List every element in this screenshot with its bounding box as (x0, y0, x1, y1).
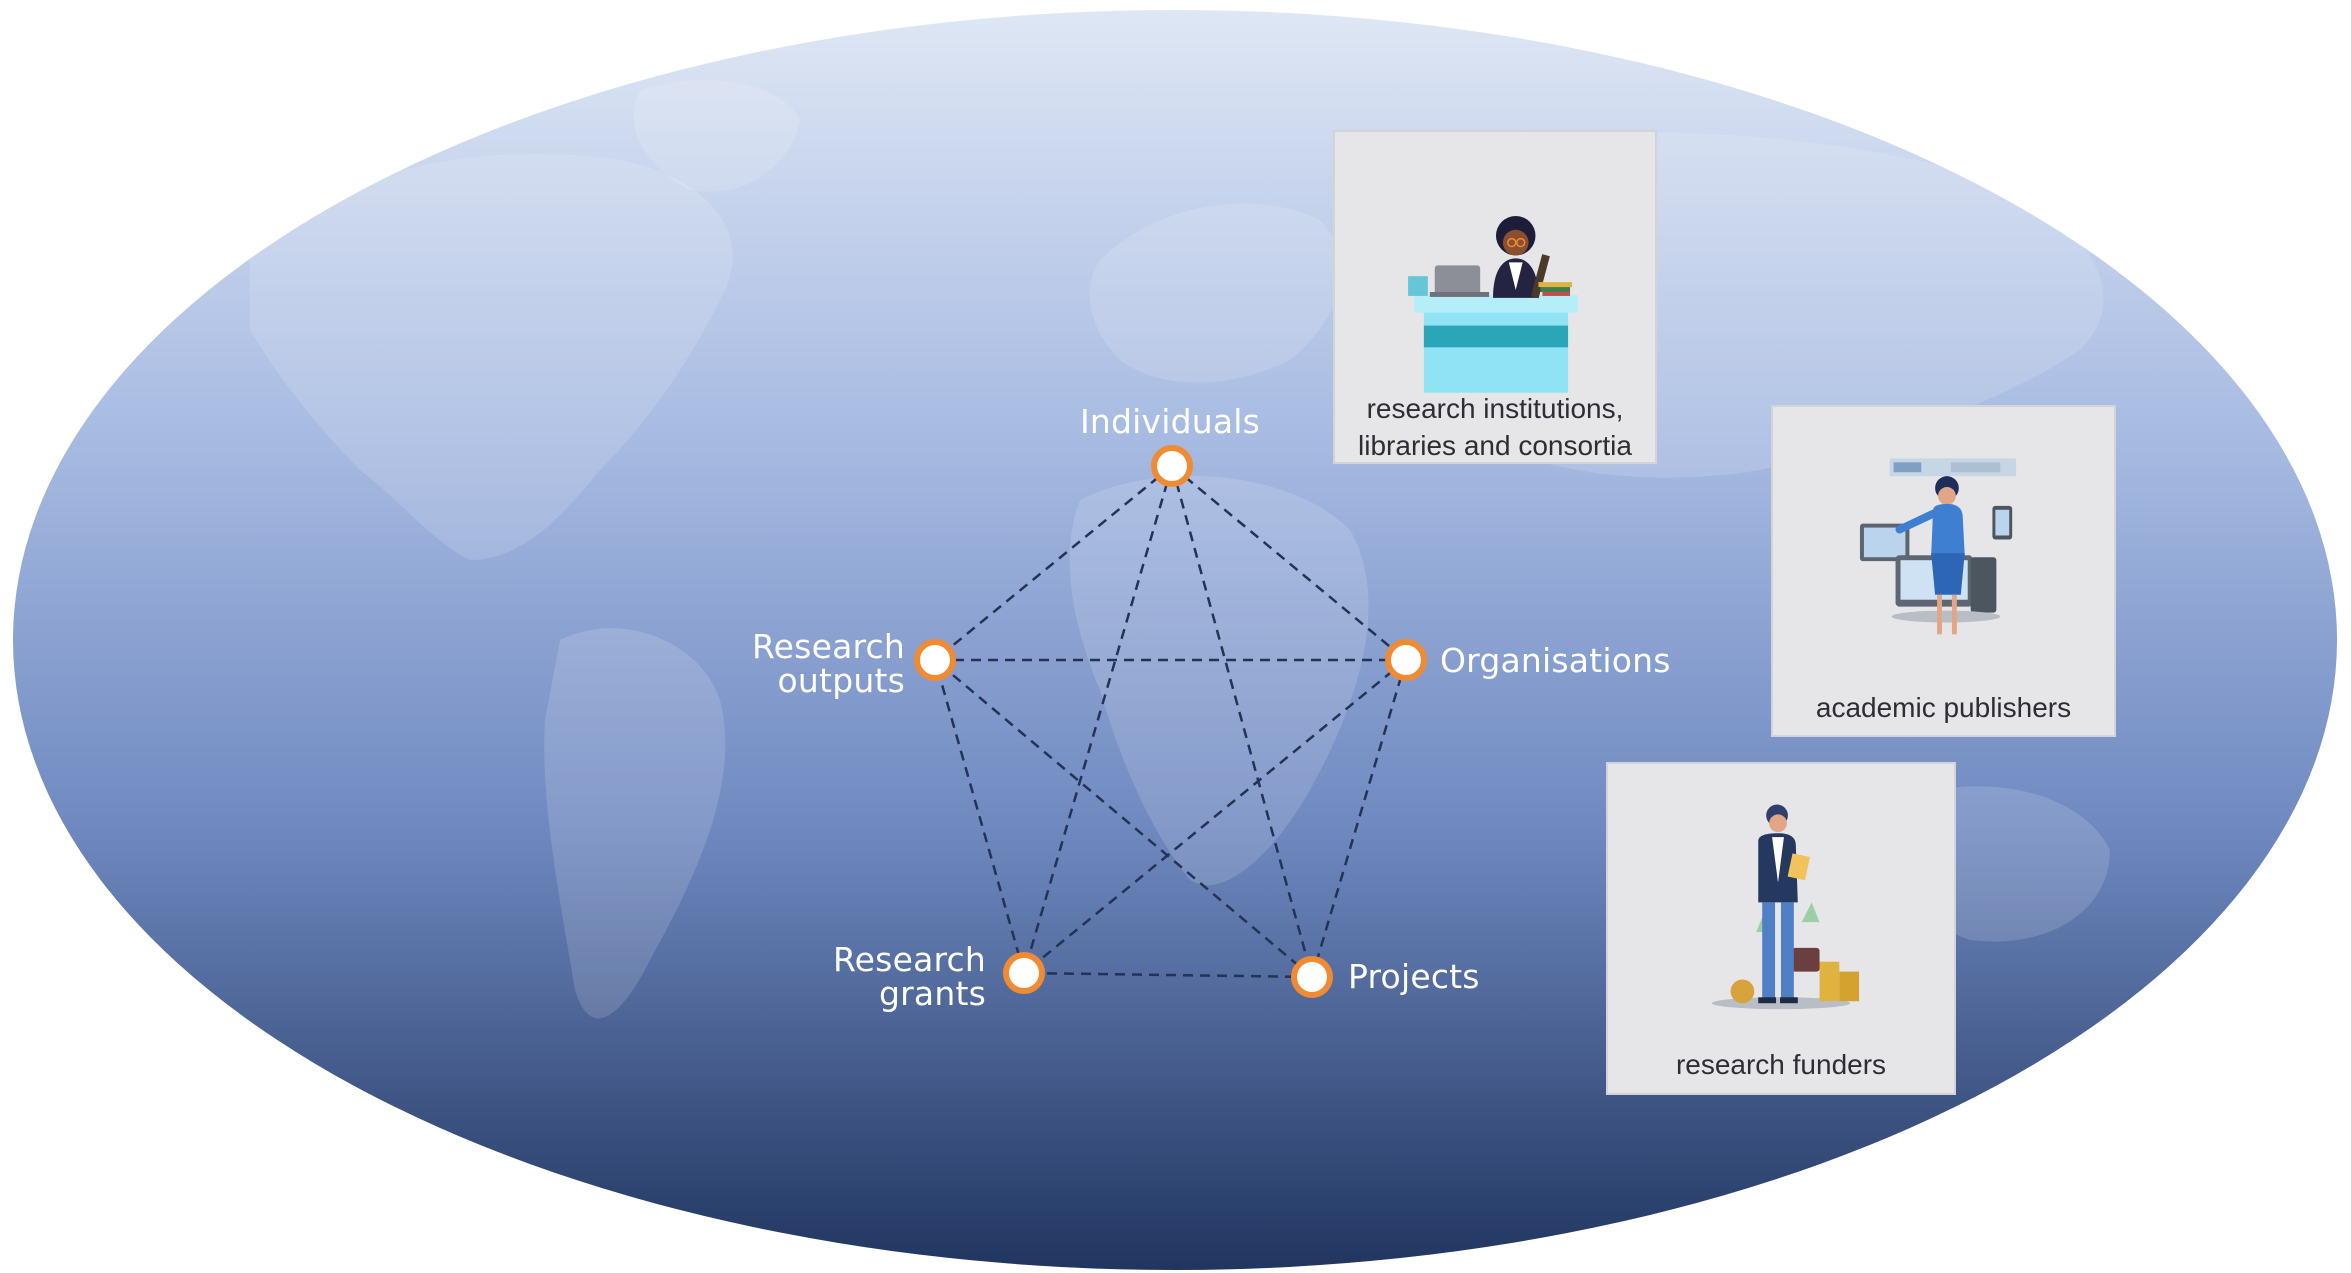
card-caption-publishers: academic publishers (1815, 692, 2072, 723)
node-label-research-outputs: Research outputs (752, 627, 905, 700)
node-projects (1291, 956, 1333, 998)
south-america-shape (544, 628, 726, 1019)
person-at-desk-icon (1408, 215, 1578, 393)
edge-group (933, 465, 1408, 979)
edge-research_grants-research_outputs (933, 659, 1026, 974)
edge-individuals-research_grants (1022, 465, 1174, 974)
card-research-funders: research funders (1606, 762, 1956, 1095)
node-research-grants (1003, 952, 1045, 994)
card-research-institutions: research institutions, libraries and con… (1333, 130, 1657, 464)
edge-individuals-projects (1170, 465, 1314, 978)
node-label-individuals: Individuals (1079, 402, 1261, 441)
node-label-organisations: Organisations (1440, 641, 1671, 680)
edge-projects-research_grants (1023, 971, 1313, 979)
europe-shape (1089, 203, 1342, 383)
card-caption-funders: research funders (1675, 1049, 1887, 1080)
node-organisations (1385, 639, 1427, 681)
north-america-shape (250, 154, 733, 560)
africa-shape (1069, 476, 1369, 886)
investor-with-coins-icon (1711, 804, 1860, 1010)
greenland-shape (633, 80, 800, 192)
card-caption-institutions: research institutions, libraries and con… (1358, 393, 1632, 461)
edge-individuals-research_outputs (934, 465, 1173, 661)
node-label-research-grants: Research grants (833, 940, 986, 1013)
node-group (914, 445, 1427, 998)
edge-organisations-research_grants (1023, 659, 1407, 974)
edge-organisations-projects (1310, 659, 1408, 978)
card-academic-publishers: academic publishers (1771, 405, 2116, 737)
node-research-outputs (914, 639, 956, 681)
node-individuals (1151, 445, 1193, 487)
node-label-projects: Projects (1348, 957, 1480, 996)
presenter-with-devices-icon (1859, 458, 2017, 635)
edge-projects-research_outputs (934, 659, 1313, 978)
